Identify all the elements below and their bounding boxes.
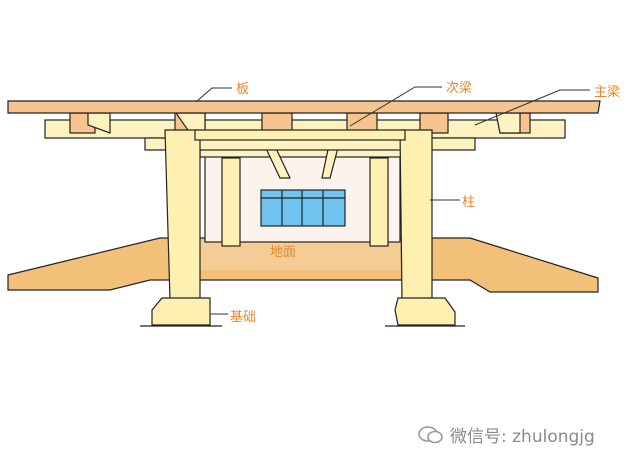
column-right <box>399 129 433 301</box>
column-left <box>164 129 201 301</box>
inner-column-right <box>369 157 389 247</box>
footing-right <box>394 297 456 326</box>
floor-slab <box>7 100 601 114</box>
label-slab: 板 <box>236 82 250 97</box>
wechat-icon <box>418 425 443 443</box>
label-secondary-beam: 次梁 <box>446 81 473 96</box>
inner-column-left <box>221 157 241 247</box>
footing-left <box>151 297 211 326</box>
ground-floor-inner <box>200 240 400 270</box>
portal-beam <box>194 129 406 141</box>
label-ground: 地面 <box>270 245 297 260</box>
label-column: 柱 <box>462 195 476 210</box>
label-foundation: 基础 <box>230 310 257 325</box>
secondary-beam-faces <box>87 112 521 134</box>
window <box>260 189 346 227</box>
label-main-beam: 主梁 <box>594 85 621 100</box>
leader-lines <box>195 86 590 315</box>
watermark-text: 微信号: zhulongjg <box>450 427 595 447</box>
watermark: 微信号: zhulongjg <box>418 422 595 447</box>
